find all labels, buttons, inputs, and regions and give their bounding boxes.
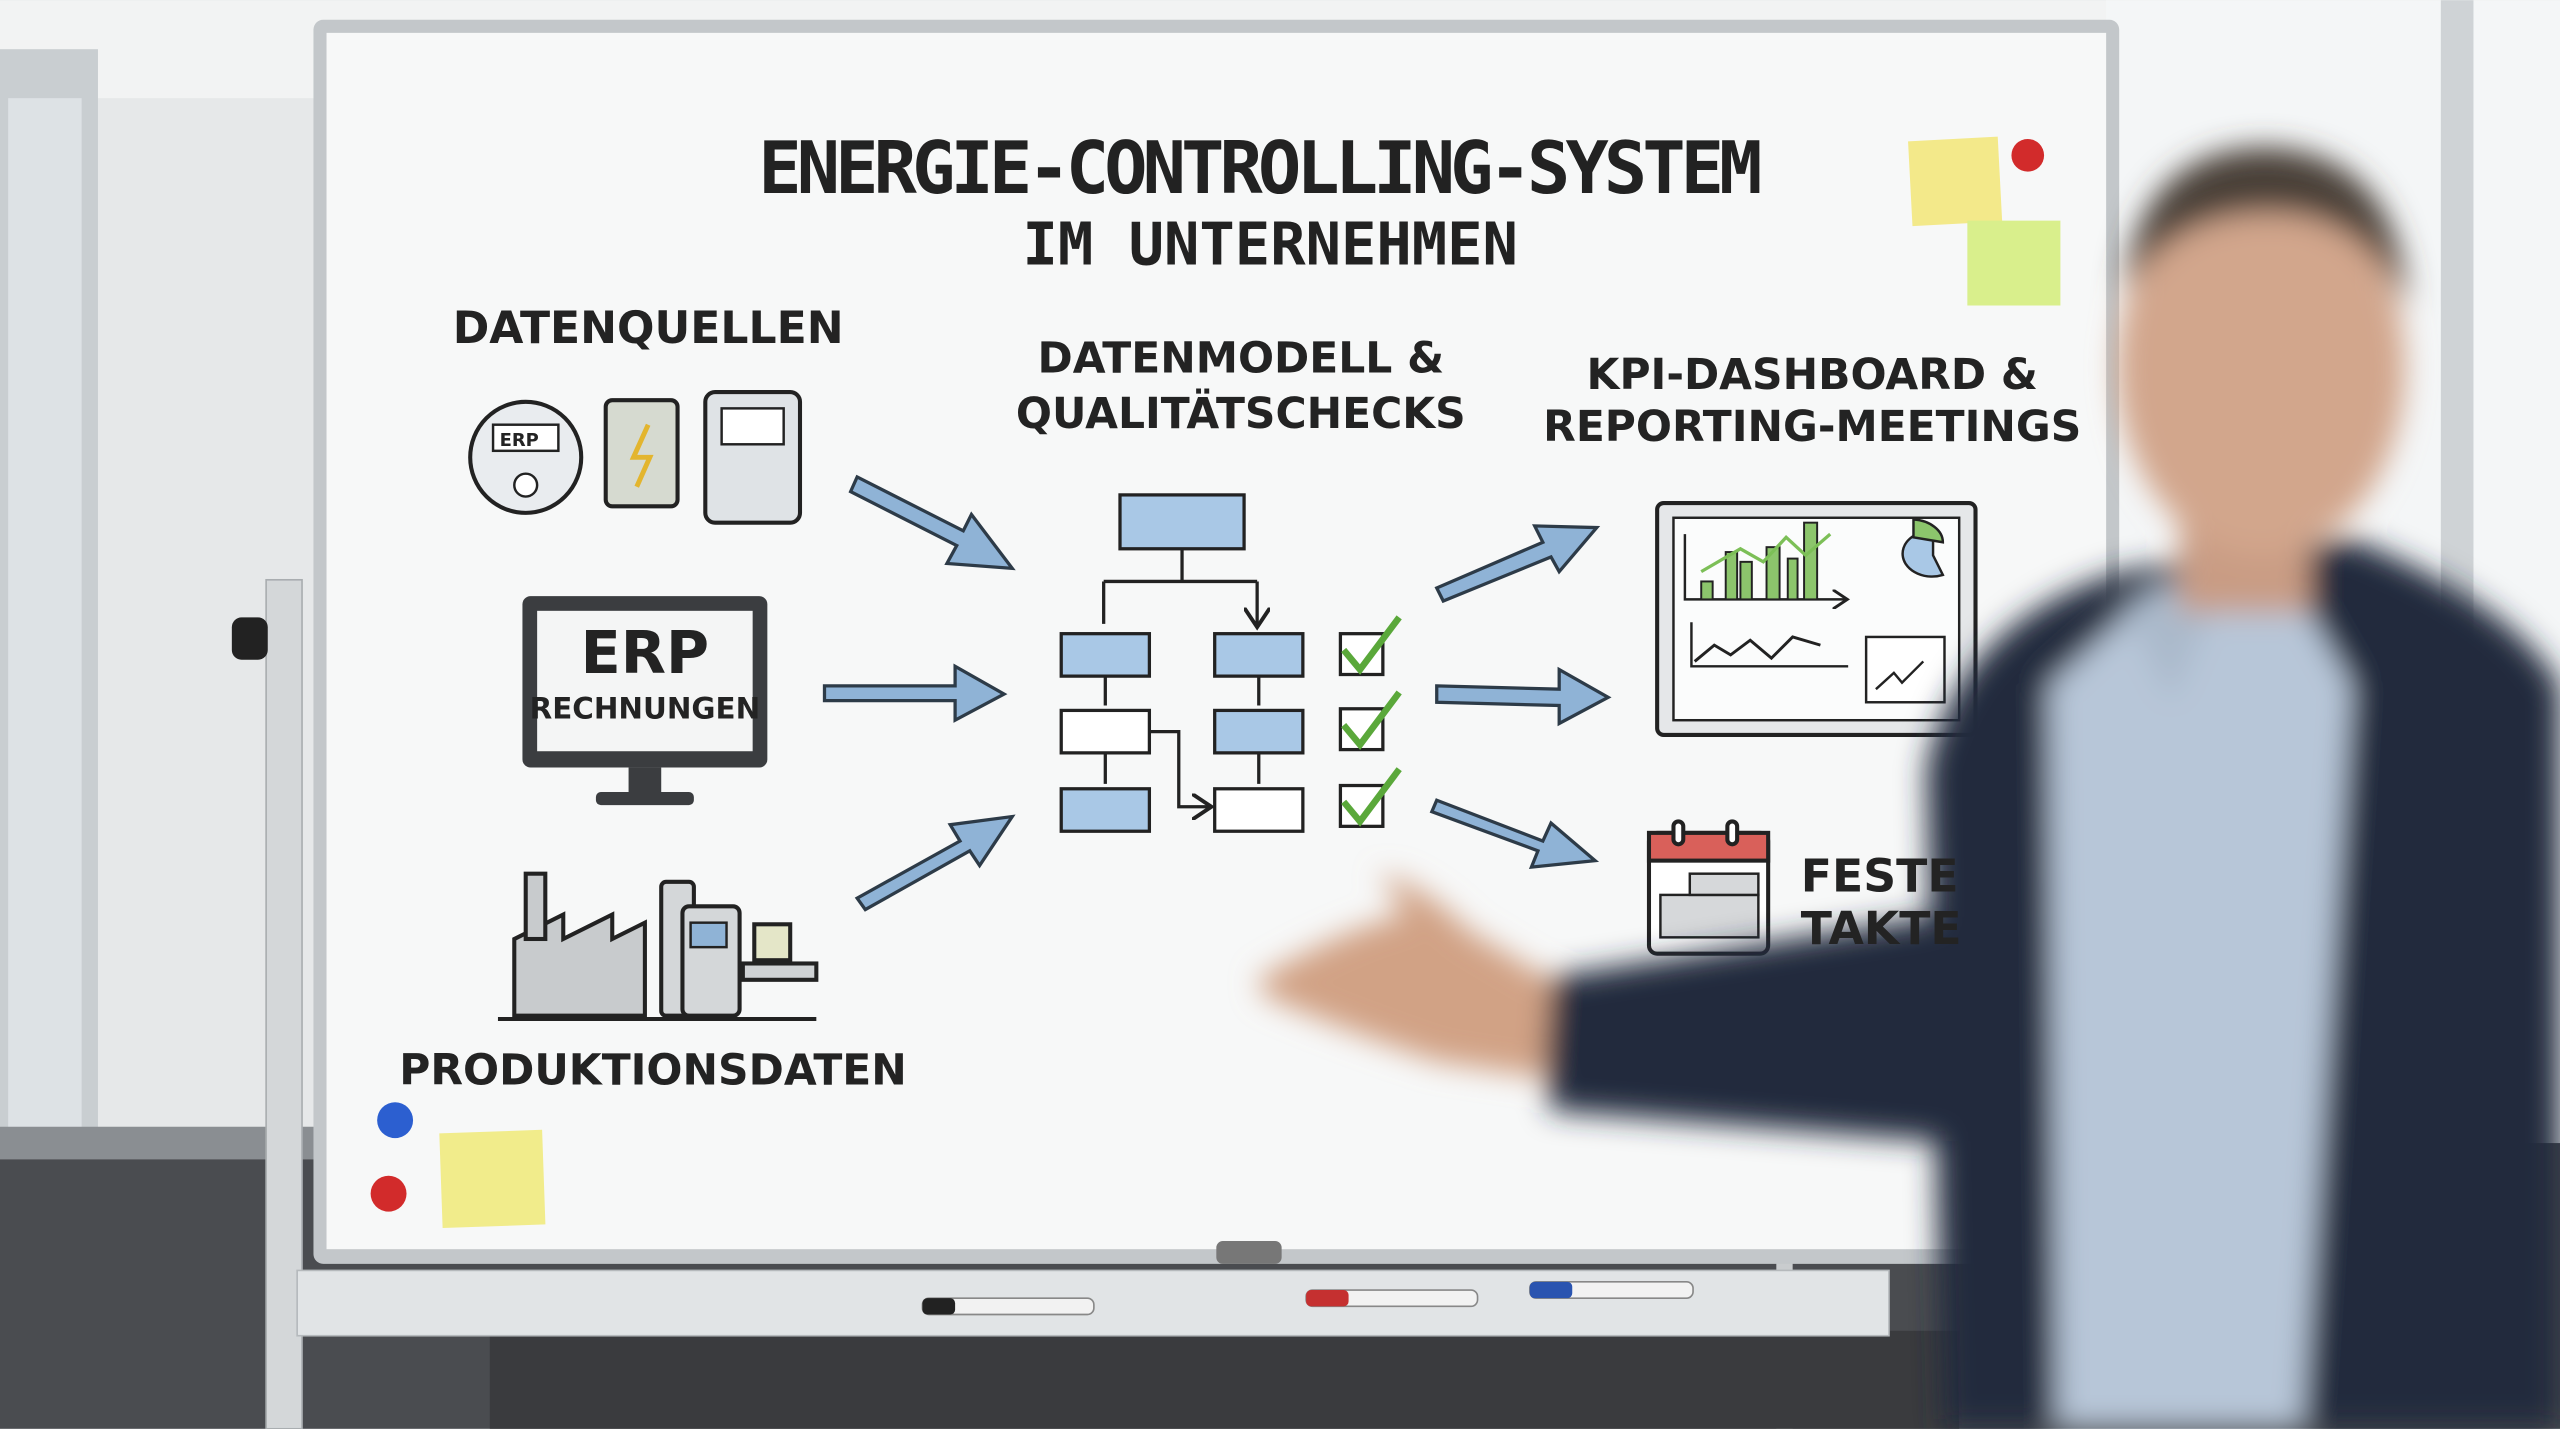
board-title: ENERGIE-CONTROLLING-SYSTEM	[758, 126, 1762, 210]
checkmark-icon	[1341, 767, 1402, 827]
arrow-icon	[1434, 524, 1601, 604]
board-subtitle: IM UNTERNEHMEN	[1023, 210, 1518, 279]
flow-arrows-in	[822, 474, 1016, 912]
checkmark-icon	[1341, 690, 1402, 750]
factory-icon	[497, 871, 819, 1022]
sticky-note-yellow-bottom	[439, 1129, 546, 1229]
whiteboard-stand	[231, 578, 1960, 1429]
red-magnet	[2011, 138, 2045, 172]
meter-label: ERP	[500, 430, 539, 451]
sources-heading: DATENQUELLEN	[453, 303, 844, 354]
output-heading-1: KPI-DASHBOARD &	[1587, 351, 2038, 400]
model-heading-2: QUALITÄTSCHECKS	[1016, 388, 1466, 439]
calendar-icon	[1646, 819, 1771, 956]
model-heading-1: DATENMODELL &	[1038, 334, 1445, 383]
kpi-dashboard-icon	[1655, 501, 1978, 737]
arrow-icon	[854, 814, 1016, 912]
arrow-icon	[1435, 666, 1612, 727]
red-magnet-bottom	[370, 1175, 407, 1212]
blue-marker[interactable]	[1528, 1281, 1694, 1299]
meeting-label-2: TAKTE	[1801, 902, 1962, 955]
adjustment-knob	[231, 617, 268, 660]
arrow-icon	[822, 663, 1008, 723]
black-marker[interactable]	[921, 1297, 1095, 1316]
meeting-label-1: FESTE	[1801, 850, 1959, 903]
arrow-icon	[848, 474, 1016, 571]
arrow-icon	[1429, 798, 1600, 870]
flow-arrows-out	[1429, 524, 1612, 870]
blue-magnet	[377, 1102, 414, 1139]
presenter-person	[1257, 147, 2560, 1429]
erp-monitor-icon: ERP RECHNUNGEN	[522, 596, 768, 806]
erp-subtitle: RECHNUNGEN	[530, 692, 761, 726]
quality-checks	[1338, 615, 1402, 828]
output-heading-2: REPORTING-MEETINGS	[1543, 403, 2081, 452]
production-label: PRODUKTIONSDATEN	[399, 1046, 907, 1095]
sticky-note-yellow	[1908, 136, 2003, 227]
sticky-note-green	[1967, 220, 2061, 306]
red-marker[interactable]	[1305, 1289, 1479, 1308]
energy-meters-icon: ERP	[468, 390, 803, 525]
erp-title: ERP	[581, 618, 709, 687]
data-model-flowchart	[1059, 493, 1305, 833]
checkmark-icon	[1341, 615, 1402, 675]
